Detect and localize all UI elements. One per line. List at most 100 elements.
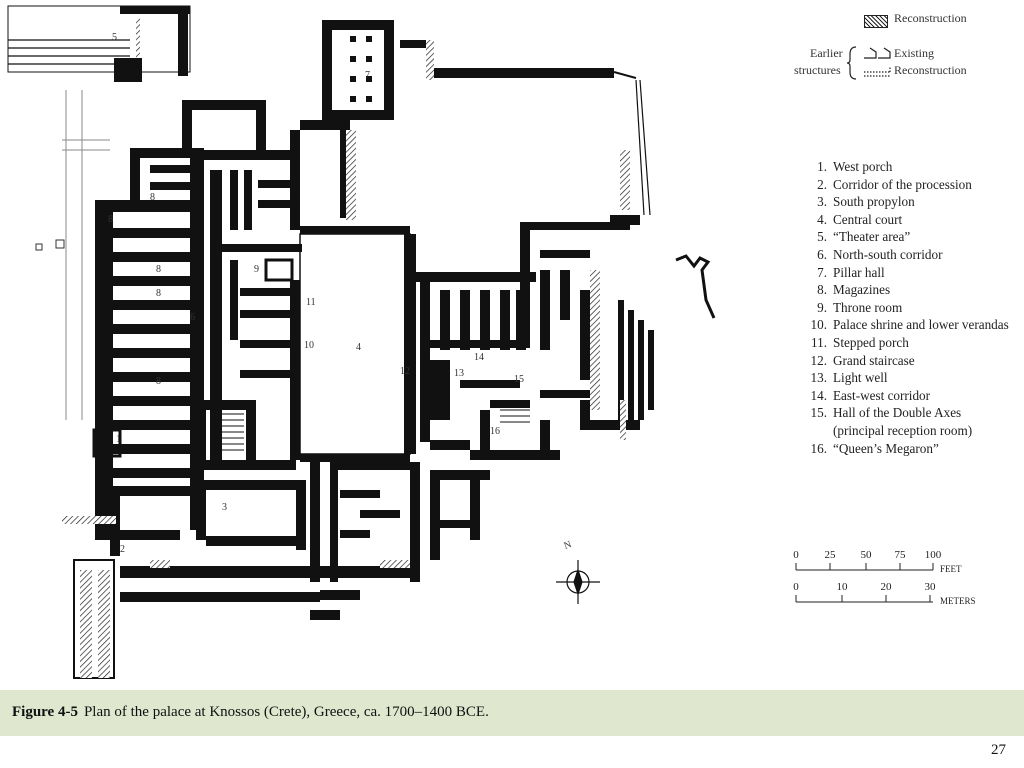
meter-tick-30: 30 (925, 581, 937, 593)
meter-tick-20: 20 (881, 581, 893, 593)
key-item: 8.Magazines (796, 281, 1009, 299)
caption-text: Plan of the palace at Knossos (Crete), G… (83, 704, 489, 720)
key-number: 1. (817, 159, 827, 174)
key-item: 10. Palace shrine and lower verandas (796, 316, 1009, 334)
legend-structures: structures (794, 63, 841, 77)
key-number: 9. (817, 299, 827, 315)
key-text: Light well (833, 370, 888, 386)
legend-earlier: Earlier (810, 46, 843, 60)
room-key-list: 1. West porch 2.Corridor of the procession… (796, 158, 1009, 457)
label-8-1: 8 (108, 214, 113, 225)
key-text: West porch (833, 159, 893, 174)
key-item: 6. North-south corridor (796, 246, 1009, 264)
key-number: 11. (811, 334, 827, 350)
key-number: 7. (817, 264, 827, 280)
feet-scale: 0 25 50 75 100 FEET (793, 549, 962, 574)
legend-reconstruction-earlier: Reconstruction (894, 63, 967, 77)
south-wing (110, 462, 420, 620)
brace-icon (846, 46, 857, 80)
meters-scale: 0 10 20 30 METERS (793, 581, 975, 606)
meters-unit: METERS (940, 596, 976, 606)
theater-area (7, 5, 191, 82)
north-east-outline (434, 68, 651, 216)
key-number: 10. (810, 317, 827, 333)
key-text: Palace shrine and lower verandas (833, 317, 1009, 333)
key-item: 11. Stepped porch (796, 334, 1009, 352)
label-7: 7 (365, 70, 370, 81)
figure-number: Figure 4-5 (12, 704, 78, 720)
key-text: Grand staircase (833, 352, 915, 368)
central-west-block (182, 100, 302, 470)
key-number: 13. (810, 370, 827, 386)
existing-wall-icon (864, 47, 891, 59)
key-item: 15. Hall of the Double Axes (796, 404, 1009, 422)
key-item: 12. Grand staircase (796, 352, 1009, 370)
key-text: East-west corridor (833, 387, 931, 403)
key-text: Hall of the Double Axes (833, 405, 962, 421)
key-number: 5. (817, 229, 827, 245)
key-text: “Queen’s Megaron” (833, 440, 939, 456)
key-number: 14. (810, 387, 827, 403)
label-13: 13 (454, 368, 464, 379)
key-number: 15. (810, 405, 827, 421)
label-8-2: 8 (150, 192, 155, 203)
key-item: 3. South propylon (796, 193, 1009, 211)
scale-bar: 0 25 50 75 100 FEET 0 10 20 30 METERS (793, 549, 975, 606)
north-arrow-icon (556, 560, 600, 604)
west-magazines (95, 148, 204, 540)
label-12: 12 (400, 366, 410, 377)
legend: Reconstruction Earlier structures Existi… (780, 6, 1020, 84)
key-item: 14. East-west corridor (796, 387, 1009, 405)
pillar-hall (300, 20, 426, 218)
east-wing (416, 215, 640, 560)
key-number: 3. (817, 194, 827, 210)
feet-tick-75: 75 (895, 549, 907, 561)
east-terrace (600, 300, 654, 430)
reconstruction-wall-icon (864, 67, 891, 77)
key-item: 4.Central court (796, 211, 1009, 229)
key-item: (principal reception room) (796, 422, 1009, 440)
label-15: 15 (514, 374, 524, 385)
key-item: 5. “Theater area” (796, 228, 1009, 246)
south-west-corridor (73, 428, 122, 679)
label-3: 3 (222, 502, 227, 513)
label-8-5: 8 (156, 376, 161, 387)
key-text: “Theater area” (833, 229, 911, 245)
key-number: 16. (810, 440, 827, 456)
feet-tick-50: 50 (861, 549, 873, 561)
key-text: Throne room (833, 299, 903, 315)
label-10: 10 (304, 340, 314, 351)
palace-plan: 1 2 3 4 5 6 7 8 8 8 8 8 9 10 11 12 13 14… (7, 5, 716, 679)
key-text: Stepped porch (833, 334, 909, 350)
key-number: 4. (817, 211, 827, 227)
label-5: 5 (112, 32, 117, 43)
label-6: 6 (190, 312, 195, 323)
key-number: 8. (817, 282, 827, 298)
key-text: South propylon (833, 194, 915, 210)
legend-reconstruction: Reconstruction (894, 11, 967, 25)
label-9: 9 (254, 264, 259, 275)
east-drain-line (675, 254, 716, 319)
feet-tick-0: 0 (793, 549, 799, 561)
key-number: 6. (817, 246, 827, 262)
west-court-paths (35, 90, 110, 420)
feet-tick-100: 100 (925, 549, 942, 561)
east-stairs (436, 363, 530, 423)
label-4: 4 (356, 342, 361, 353)
label-1: 1 (116, 434, 121, 445)
key-item: 13. Light well (796, 369, 1009, 387)
label-14: 14 (474, 352, 484, 363)
key-number: 12. (810, 352, 827, 368)
key-item: 16. “Queen’s Megaron” (796, 440, 1009, 458)
caption-bar: Figure 4-5 Plan of the palace at Knossos … (0, 690, 1024, 736)
figure-caption: Figure 4-5 Plan of the palace at Knossos … (12, 704, 489, 721)
key-text: Corridor of the procession (833, 176, 972, 192)
key-text: North-south corridor (833, 246, 943, 262)
page-number: 27 (991, 742, 1006, 758)
key-item: 2.Corridor of the procession (796, 176, 1009, 194)
key-text: Pillar hall (833, 264, 885, 280)
label-8-4: 8 (156, 288, 161, 299)
central-court (299, 226, 416, 462)
meter-tick-0: 0 (793, 581, 799, 593)
label-11: 11 (306, 297, 316, 308)
